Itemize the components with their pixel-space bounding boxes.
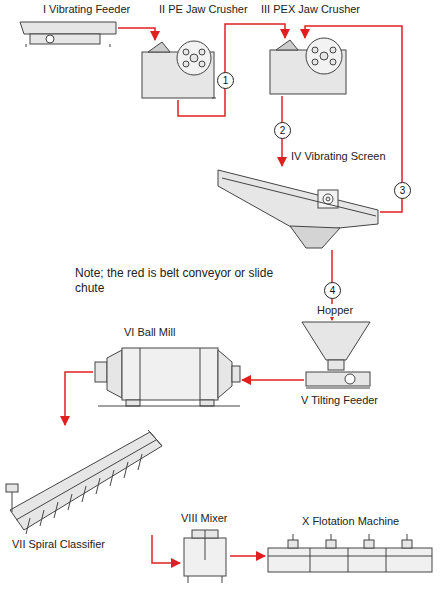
machine-node: X Flotation Machine xyxy=(265,532,435,576)
pe-jaw-crusher-drawing xyxy=(142,41,216,98)
vibrating-screen-drawing xyxy=(218,170,378,248)
conveyor-line xyxy=(118,28,155,40)
machine-node: VIII Mixer xyxy=(180,528,230,585)
machine-node: VII Spiral Classifier xyxy=(5,425,165,535)
machine-name: VI Ball Mill xyxy=(123,326,176,339)
conveyor-line xyxy=(305,26,402,212)
machine-name: II PE Jaw Crusher xyxy=(158,3,249,16)
machine-name: IV Vibrating Screen xyxy=(290,150,387,163)
pex-jaw-crusher-drawing xyxy=(270,38,346,94)
machine-name: VII Spiral Classifier xyxy=(11,538,106,551)
ball-mill-drawing xyxy=(95,348,240,406)
callout-number: 1 xyxy=(217,72,234,89)
machine-name: III PEX Jaw Crusher xyxy=(260,3,361,16)
tilting-feeder-drawing xyxy=(306,372,370,388)
spiral-classifier-drawing xyxy=(6,430,162,534)
conveyor-line xyxy=(152,535,180,563)
hopper-drawing xyxy=(302,322,370,370)
callout-number: 2 xyxy=(274,122,291,139)
vibrating-feeder-drawing xyxy=(20,22,116,47)
machine-name: X Flotation Machine xyxy=(301,515,400,528)
flotation-machine-drawing xyxy=(268,534,432,572)
machine-node: III PEX Jaw Crusher xyxy=(268,38,348,96)
machine-name: V Tilting Feeder xyxy=(300,394,379,407)
machine-name: VIII Mixer xyxy=(180,512,228,525)
mixer-drawing xyxy=(184,530,226,583)
machine-node: VI Ball Mill xyxy=(93,346,242,408)
machine-node: Hopper xyxy=(300,320,372,370)
machine-name: I Vibrating Feeder xyxy=(42,3,131,16)
callout-number: 3 xyxy=(394,182,411,199)
note-text: Note; the red is belt conveyor or slide … xyxy=(75,266,275,296)
conveyor-line xyxy=(242,379,304,381)
machine-node: IV Vibrating Screen xyxy=(216,166,380,250)
callout-number: 4 xyxy=(324,282,341,299)
machine-node: I Vibrating Feeder xyxy=(18,20,118,48)
conveyor-line xyxy=(230,555,265,557)
machine-node: II PE Jaw Crusher xyxy=(140,40,216,100)
conveyor-line xyxy=(65,372,93,425)
machine-name: Hopper xyxy=(316,304,354,317)
conveyor-line xyxy=(178,24,285,116)
machine-node: V Tilting Feeder xyxy=(304,370,372,390)
